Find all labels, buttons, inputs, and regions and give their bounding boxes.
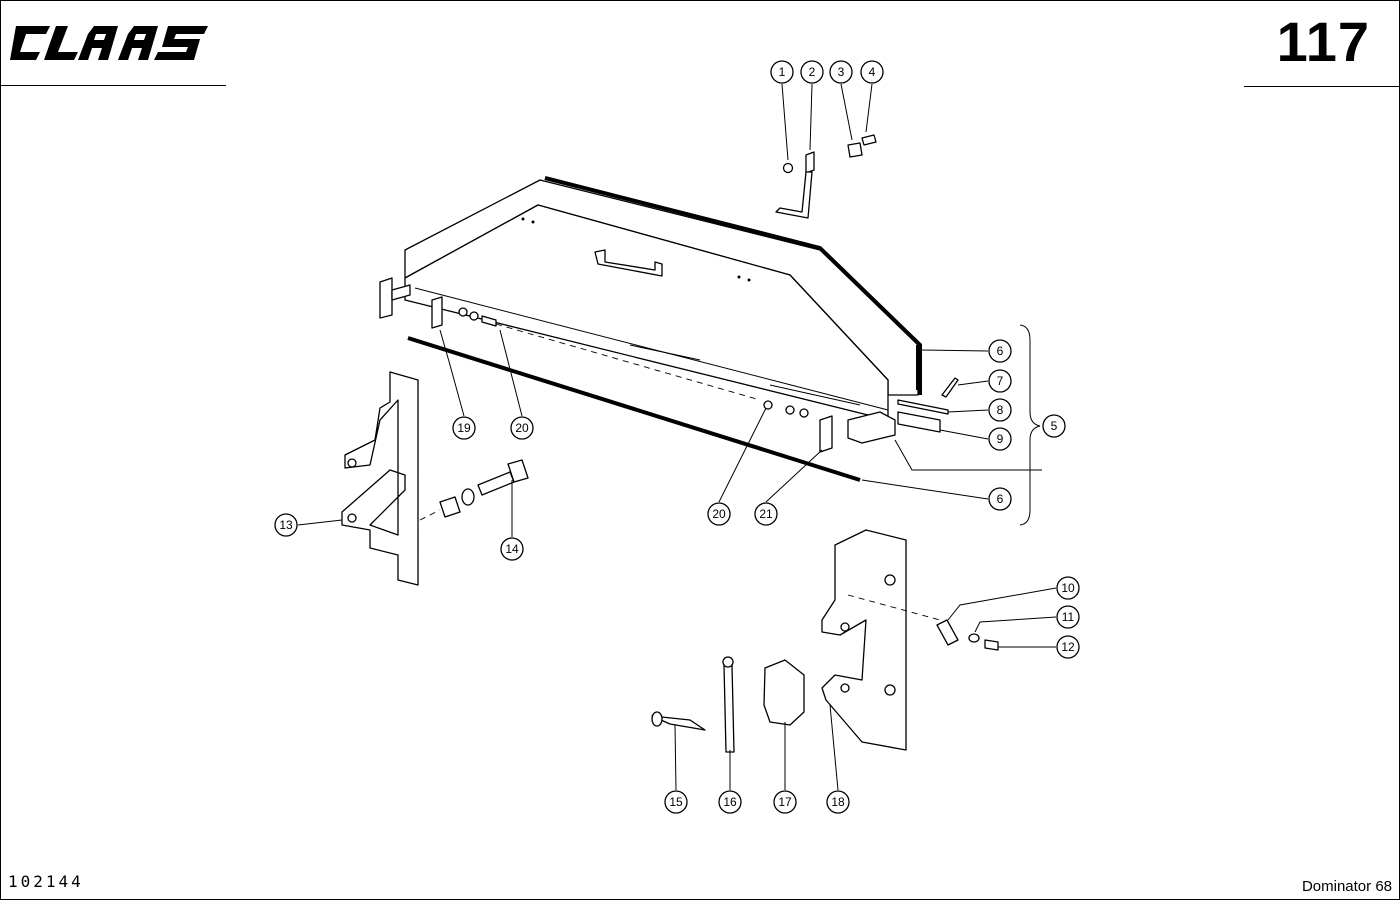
svg-text:3: 3 <box>838 65 845 79</box>
svg-text:2: 2 <box>809 65 816 79</box>
cover-body <box>379 176 922 444</box>
callout-6-lower: 6 <box>988 487 1012 511</box>
right-hardware <box>897 377 959 433</box>
callout-14: 14 <box>500 537 524 561</box>
callout-8: 8 <box>988 398 1012 422</box>
svg-text:16: 16 <box>723 795 737 809</box>
svg-text:9: 9 <box>997 432 1004 446</box>
callout-12: 12 <box>1056 635 1080 659</box>
svg-text:6: 6 <box>997 492 1004 506</box>
callout-16: 16 <box>718 790 742 814</box>
svg-text:13: 13 <box>279 518 293 532</box>
svg-text:21: 21 <box>759 507 773 521</box>
fastener-set-lower <box>763 400 809 418</box>
callout-5: 5 <box>1042 414 1066 438</box>
left-bracket <box>341 371 419 586</box>
svg-text:14: 14 <box>505 542 519 556</box>
callout-19: 19 <box>452 416 476 440</box>
hardware-10-12 <box>936 619 999 651</box>
callout-21: 21 <box>754 502 778 526</box>
svg-text:5: 5 <box>1051 419 1058 433</box>
svg-text:19: 19 <box>457 421 471 435</box>
svg-text:4: 4 <box>869 65 876 79</box>
svg-text:20: 20 <box>712 507 726 521</box>
svg-text:8: 8 <box>997 403 1004 417</box>
callout-4: 4 <box>860 60 884 84</box>
svg-text:7: 7 <box>997 374 1004 388</box>
svg-text:11: 11 <box>1062 610 1075 624</box>
fastener-set-upper <box>458 307 761 401</box>
callout-13: 13 <box>274 513 298 537</box>
svg-text:15: 15 <box>669 795 683 809</box>
model-name: Dominator 68 <box>1301 878 1392 895</box>
callout-20-lower: 20 <box>707 502 731 526</box>
callout-1: 1 <box>770 60 794 84</box>
callout-6-upper: 6 <box>988 339 1012 363</box>
drawing-code: 102144 <box>8 872 84 891</box>
top-bracket-parts <box>775 134 877 219</box>
clip-21 <box>819 415 833 453</box>
page-number: 117 <box>1276 10 1370 73</box>
pin <box>723 664 735 753</box>
leader-lines <box>297 83 1057 791</box>
callout-2: 2 <box>800 60 824 84</box>
bushing <box>763 659 805 726</box>
callout-15: 15 <box>664 790 688 814</box>
callout-7: 7 <box>988 369 1012 393</box>
header-rule-right <box>1244 86 1400 87</box>
callout-17: 17 <box>773 790 797 814</box>
rubber-strip <box>407 336 861 482</box>
clip <box>431 296 443 329</box>
callout-11: 11 <box>1056 605 1080 629</box>
callout-20-upper: 20 <box>510 416 534 440</box>
svg-text:12: 12 <box>1061 640 1075 654</box>
callout-3: 3 <box>829 60 853 84</box>
right-bracket <box>821 529 941 751</box>
bolt-assembly-14 <box>419 459 529 521</box>
claas-logo <box>10 26 208 60</box>
svg-text:17: 17 <box>778 795 792 809</box>
svg-text:20: 20 <box>515 421 529 435</box>
svg-text:6: 6 <box>997 344 1004 358</box>
svg-text:1: 1 <box>779 65 786 79</box>
svg-text:10: 10 <box>1061 581 1075 595</box>
spring-pin <box>651 715 706 731</box>
svg-text:18: 18 <box>831 795 845 809</box>
callout-18: 18 <box>826 790 850 814</box>
callout-10: 10 <box>1056 576 1080 600</box>
callout-9: 9 <box>988 427 1012 451</box>
header-rule-left <box>0 85 226 86</box>
